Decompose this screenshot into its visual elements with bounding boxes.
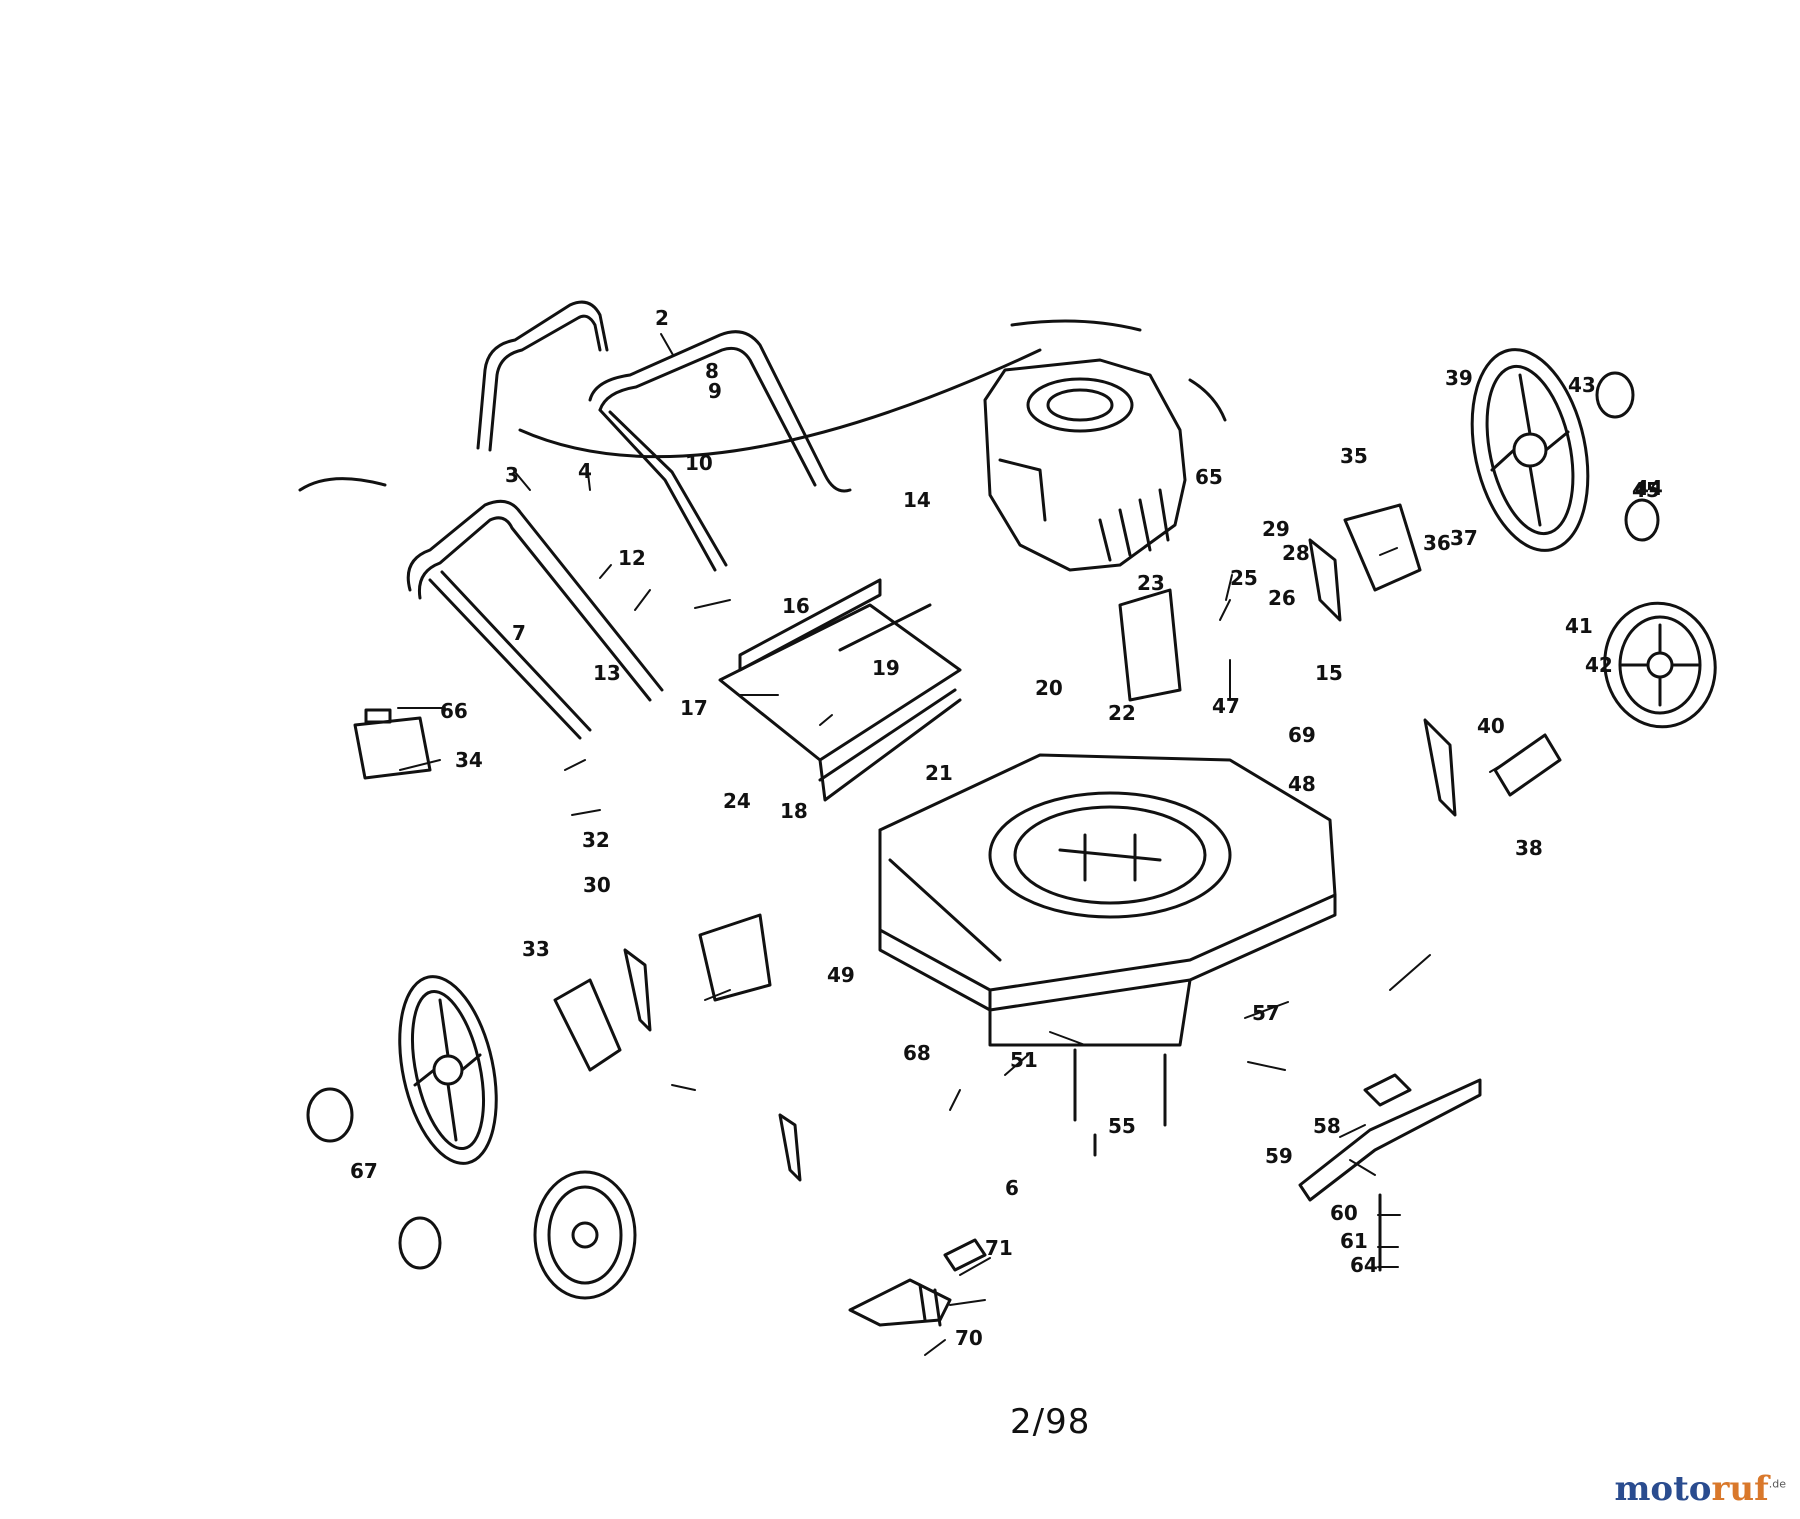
callout-label: 23 [1137,571,1165,595]
callout-label: 42 [1585,653,1613,677]
wheel-front-left [533,1170,637,1300]
cutting-blade [1298,1073,1482,1202]
height-adjusters [553,503,1562,1182]
mower-deck [878,753,1337,1047]
callout-label: 37 [1450,526,1478,550]
callout-label: 40 [1477,714,1505,738]
callout-label: 25 [1230,566,1258,590]
callout-label: 68 [903,1041,931,1065]
callout-label: 33 [522,937,550,961]
callout-label: 65 [1195,465,1223,489]
callout-label: 4 [578,459,592,483]
watermark-suffix: .de [1768,1477,1786,1491]
callout-label: 14 [903,488,931,512]
callout-label: 69 [1288,723,1316,747]
callout-label: 34 [455,748,483,772]
callout-label: 36 [1423,531,1451,555]
callout-label: 47 [1212,694,1240,718]
callout-label: 45 [1632,478,1660,502]
callout-label: 6 [1005,1176,1019,1200]
lower-handle [406,499,664,740]
engine [983,319,1187,572]
callout-label: 10 [685,451,713,475]
callout-label: 51 [1010,1048,1038,1072]
callout-label: 44 [1635,476,1663,500]
callout-label: 70 [955,1326,983,1350]
callout-label: 19 [872,656,900,680]
callout-label: 18 [780,799,808,823]
callout-labels: 2 3 4 6 7 8 9 10 12 13 14 15 16 17 18 19… [350,306,1663,1350]
date-code: 2/98 [1010,1402,1091,1442]
watermark-logo: motoruf.de [1614,1469,1786,1509]
callout-label: 66 [440,699,468,723]
callout-label: 71 [985,1236,1013,1260]
callout-label: 61 [1340,1229,1368,1253]
callout-label: 58 [1313,1114,1341,1138]
callout-label: 55 [1108,1114,1136,1138]
callout-label: 26 [1268,586,1296,610]
callout-label: 16 [782,594,810,618]
callout-label: 2 [655,306,669,330]
wheel-rear-left [398,975,498,1165]
callout-label: 15 [1315,661,1343,685]
callout-label: 57 [1252,1001,1280,1025]
callout-label: 43 [1568,373,1596,397]
callout-label: 30 [583,873,611,897]
callout-label: 7 [512,621,526,645]
callout-label: 59 [1265,1144,1293,1168]
watermark-part2: ruf [1711,1469,1769,1509]
callout-label: 28 [1282,541,1310,565]
watermark-part1: moto [1614,1469,1712,1509]
callout-label: 35 [1340,444,1368,468]
callout-label: 49 [827,963,855,987]
callout-label: 41 [1565,614,1593,638]
callout-label: 12 [618,546,646,570]
callout-label: 13 [593,661,621,685]
callout-label: 9 [708,379,722,403]
bolts [918,1048,1382,1327]
callout-label: 22 [1108,701,1136,725]
callout-label: 48 [1288,772,1316,796]
wheel-rear-right [1470,348,1590,552]
upper-handle [476,300,852,572]
leader-lines [397,333,1511,1356]
wheel-front-right [1603,601,1717,729]
callout-label: 32 [582,828,610,852]
callout-label: 20 [1035,676,1063,700]
callout-label: 60 [1330,1201,1358,1225]
callout-label: 64 [1350,1253,1378,1277]
rear-flap [718,578,962,802]
hubcaps [306,371,1660,1270]
callout-label: 3 [505,463,519,487]
chute-and-guard [353,708,987,1327]
callout-label: 39 [1445,366,1473,390]
callout-label: 8 [705,359,719,383]
callout-label: 24 [723,789,751,813]
callout-label: 29 [1262,517,1290,541]
callout-label: 67 [350,1159,378,1183]
control-cable [298,348,1227,492]
callout-label: 38 [1515,836,1543,860]
callout-label: 17 [680,696,708,720]
callout-label: 21 [925,761,953,785]
